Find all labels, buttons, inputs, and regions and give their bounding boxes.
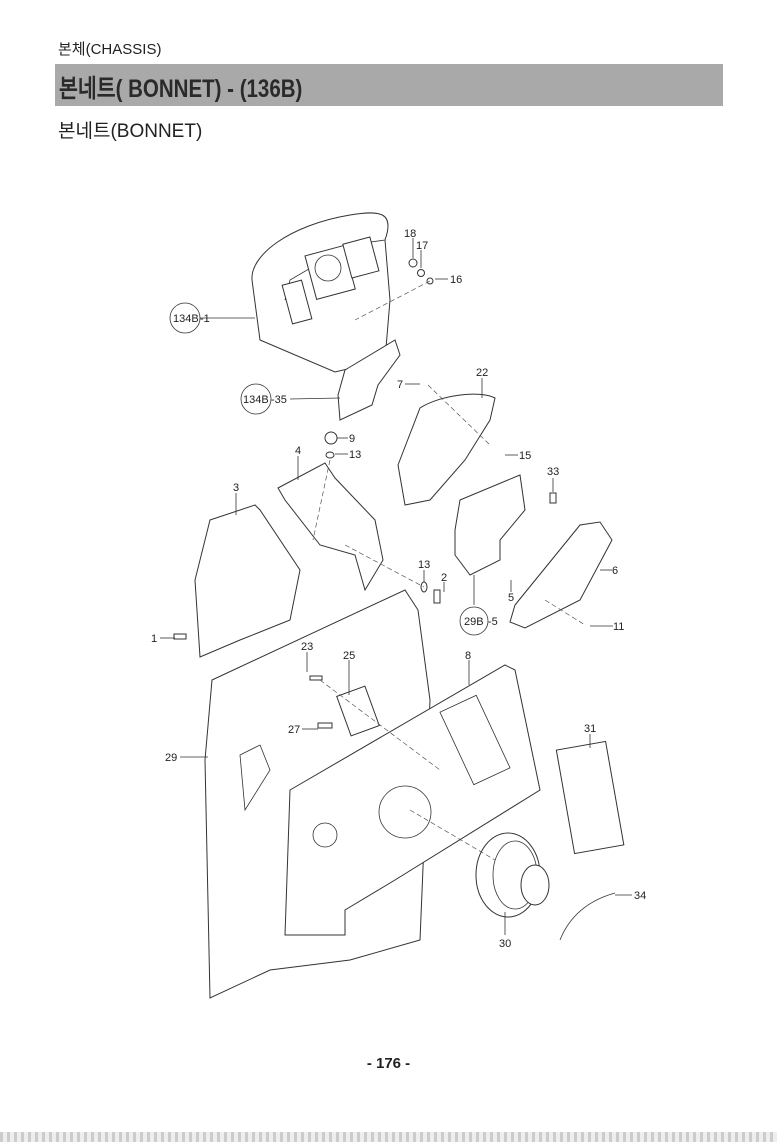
callout-31: 31 [584, 723, 596, 735]
bracket-part [337, 339, 401, 421]
cable-tie-part-34 [559, 892, 616, 941]
callout-13: 13 [418, 559, 430, 571]
callout-4: 4 [295, 445, 301, 457]
dash-plate-part-8 [284, 664, 541, 936]
callout-6: 6 [612, 565, 618, 577]
callout-8: 8 [465, 650, 471, 662]
diagram-subtitle: 본네트(BONNET) [58, 121, 203, 142]
scan-edge [0, 1132, 777, 1142]
callout-ref-134b: 134B [243, 394, 269, 406]
boot-part-30 [475, 832, 550, 918]
callout-23: 23 [301, 641, 313, 653]
section-label: 본체(CHASSIS) [58, 41, 162, 58]
cover-part-31 [555, 740, 625, 855]
callout-33: 33 [547, 466, 559, 478]
callout-34: 34 [634, 890, 646, 902]
callout-17: 17 [416, 240, 428, 252]
callout-25: 25 [343, 650, 355, 662]
callout-27: 27 [288, 724, 300, 736]
callout-suffix: -35 [271, 394, 287, 406]
callout-ref-134b: 134B [173, 313, 199, 325]
callout-suffix: -1 [200, 313, 210, 325]
callout-ref-29b: 29B [464, 616, 484, 628]
cover-part-6 [509, 521, 613, 629]
callout-18: 18 [404, 228, 416, 240]
page-number: - 176 - [366, 1055, 411, 1072]
callout-29: 29 [165, 752, 177, 764]
cover-part-3 [194, 504, 301, 658]
cover-part-22 [397, 393, 496, 506]
callout-7: 7 [397, 379, 403, 391]
cover-part-4 [277, 462, 384, 592]
callout-5: 5 [508, 592, 514, 604]
callout-1: 1 [151, 633, 157, 645]
callout-suffix: -5 [488, 616, 498, 628]
callout-30: 30 [499, 938, 511, 950]
plate-part-25 [336, 685, 380, 737]
title-banner: 본네트( BONNET) - (136B) [55, 64, 723, 106]
callout-22: 22 [476, 367, 488, 379]
callout-3: 3 [233, 482, 239, 494]
callout-15: 15 [519, 450, 531, 462]
callout-9: 9 [349, 433, 355, 445]
callout-2: 2 [441, 572, 447, 584]
column-bracket-part [454, 474, 526, 576]
callout-16: 16 [450, 274, 462, 286]
callout-11: 11 [613, 621, 624, 633]
instrument-panel-part [251, 212, 391, 373]
page-title: 본네트( BONNET) - (136B) [59, 75, 303, 103]
callout-13: 13 [349, 449, 361, 461]
